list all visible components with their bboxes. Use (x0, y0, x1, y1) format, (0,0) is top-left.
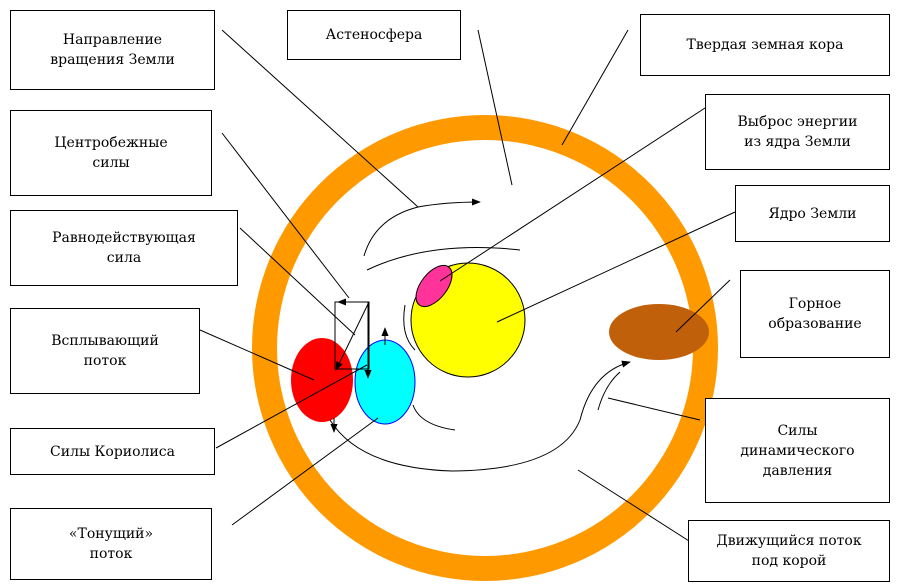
label-sinking-flow: «Тонущий» поток (10, 508, 212, 580)
label-upwelling-flow: Всплывающий поток (10, 308, 200, 394)
label-resultant-force: Равнодействующая сила (10, 210, 238, 286)
label-earth-core: Ядро Земли (735, 185, 890, 242)
leader-crust (562, 30, 628, 145)
sinking-flow-shape (355, 340, 415, 424)
label-solid-crust: Твердая земная кора (640, 14, 890, 76)
label-rotation-direction: Направление вращения Земли (10, 10, 215, 90)
label-asthenosphere: Астеносфера (287, 10, 461, 60)
label-coriolis-forces: Силы Кориолиса (10, 428, 215, 475)
label-centrifugal-forces: Центробежные силы (10, 110, 212, 196)
label-mountain-formation: Горное образование (740, 270, 890, 358)
upwelling-flow-shape (291, 338, 353, 422)
label-dynamic-pressure: Силы динамического давления (705, 398, 890, 503)
label-energy-release: Выброс энергии из ядра Земли (705, 94, 890, 170)
mountain-formation-shape (609, 304, 709, 360)
label-moving-flow: Движущийся поток под корой (688, 520, 890, 582)
